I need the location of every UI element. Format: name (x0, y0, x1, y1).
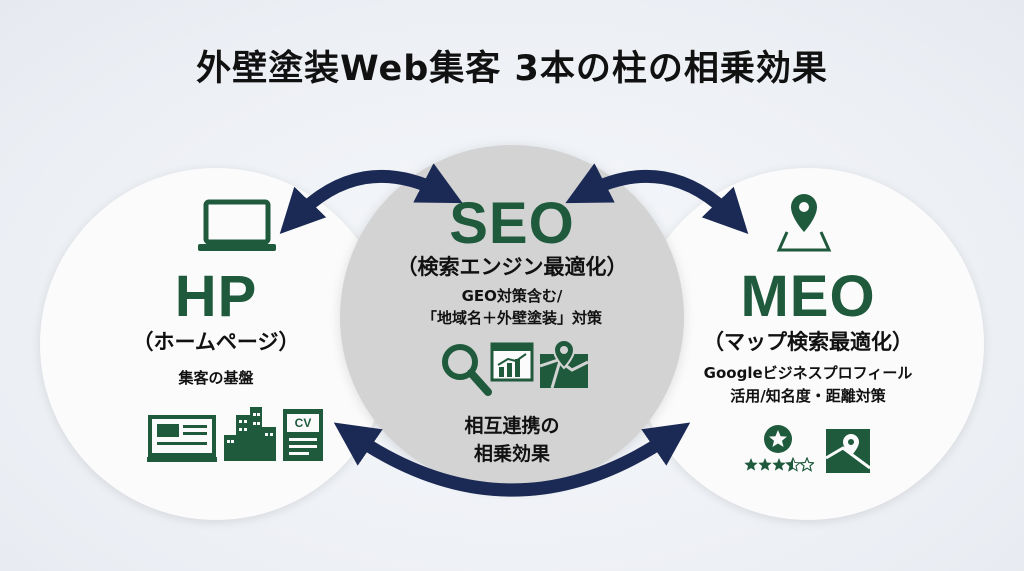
seo-synergy-line2: 相乗効果 (473, 443, 550, 465)
rating-star (772, 458, 786, 471)
analytics-chart-icon (490, 342, 534, 382)
seo-synergy-line1: 相互連携の (464, 415, 560, 437)
rating-star (758, 458, 772, 471)
rating-stars-icon (744, 457, 814, 472)
city-buildings-icon (224, 407, 276, 461)
rating-star (785, 457, 801, 472)
map-pin-icon (825, 429, 871, 473)
seo-desc-line1: GEO対策含む/ (461, 287, 563, 305)
cv-document-icon: CV (283, 409, 323, 461)
seo-desc-line2: 「地域名＋外壁塗装」対策 (421, 309, 602, 327)
arrow-hp-seo (279, 163, 463, 234)
hp-description: 集客の基盤 (178, 369, 254, 387)
seo-heading: SEO (449, 191, 575, 256)
arrow-hp-meo (333, 422, 691, 497)
hp-heading: HP (174, 264, 258, 329)
location-pin-map-icon (776, 194, 832, 252)
browser-window-icon (147, 415, 217, 462)
meo-desc-line1: Googleビジネスプロフィール (703, 364, 913, 382)
rating-star (798, 457, 814, 472)
arrow-seo-meo (565, 163, 749, 234)
seo-subheading: （検索エンジン最適化） (396, 255, 628, 279)
meo-desc-line2: 活用/知名度・距離対策 (730, 387, 886, 405)
hp-subheading: （ホームページ） (132, 330, 300, 354)
laptop-icon (198, 199, 276, 251)
meo-heading: MEO (740, 264, 876, 329)
meo-subheading: （マップ検索最適化） (703, 330, 913, 354)
page-title: 外壁塗装Web集客 3本の柱の相乗効果 (196, 49, 828, 89)
map-pin-icon (539, 338, 589, 389)
rating-star (744, 458, 758, 471)
cv-label: CV (287, 414, 319, 432)
magnifier-icon (442, 344, 492, 396)
star-badge-icon (764, 425, 792, 453)
